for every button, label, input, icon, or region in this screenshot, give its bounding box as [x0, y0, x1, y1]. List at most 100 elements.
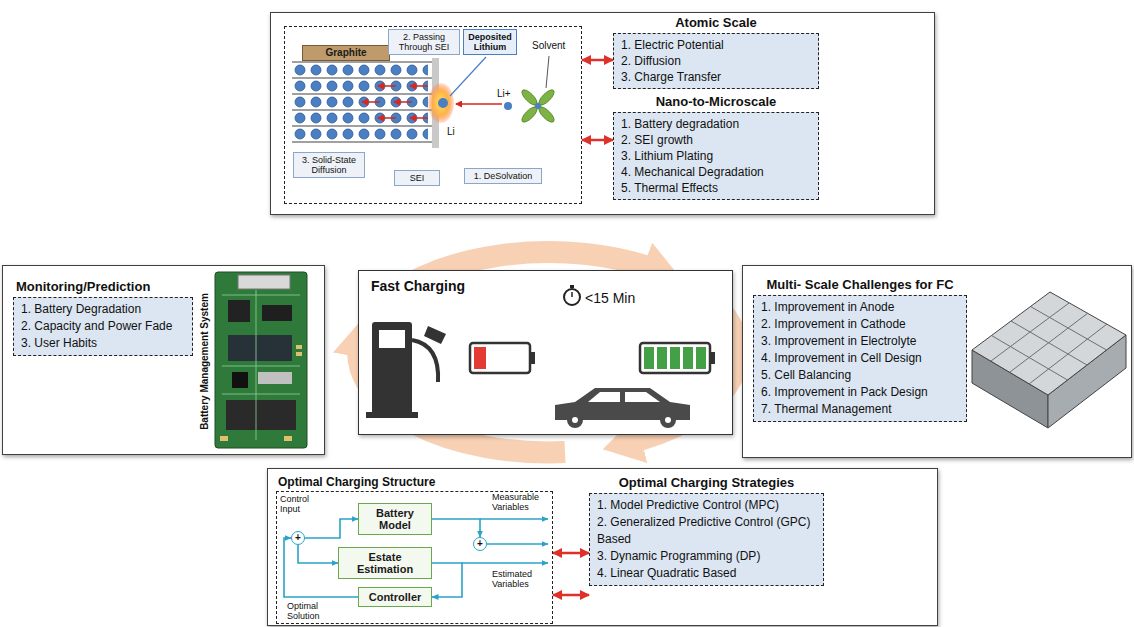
signal-label: Estimated Variables — [492, 569, 550, 589]
list-body: 1. Battery Degradation2. Capacity and Po… — [13, 297, 193, 356]
signal-connector — [298, 545, 338, 563]
relation-arrow — [553, 594, 589, 597]
box-text: + — [292, 532, 304, 543]
box-text: 1. DeSolvation — [467, 171, 539, 181]
list-item: 4. Improvement in Cell Design — [761, 350, 959, 367]
list-item: 4. Mechanical Degradation — [621, 164, 811, 180]
lithium-ion — [504, 102, 512, 110]
list-heading: Multi- Scale Challenges for FC — [753, 277, 967, 292]
battery-pack — [972, 292, 1126, 428]
box-text: 3. Solid-State Diffusion — [296, 155, 362, 175]
list-item: 2. Generalized Predictive Control (GPC) … — [597, 514, 816, 548]
signal-line — [462, 562, 548, 564]
graphite-bar: Graphite — [302, 45, 390, 61]
time-label: <15 Min — [585, 290, 635, 306]
list-item: 1. Model Predictive Control (MPC) — [597, 497, 816, 514]
lithium-ions — [292, 62, 428, 142]
list-item: 5. Cell Balancing — [761, 367, 959, 384]
step-label: 3. Solid-State Diffusion — [293, 152, 365, 178]
list-item: 2. Capacity and Power Fade — [21, 318, 185, 335]
list-item: 1. Battery degradation — [621, 116, 811, 132]
signal-connector — [432, 519, 480, 537]
solvated-ion — [535, 103, 541, 109]
charging-panel: Optimal Charging StructureBattery Model +… — [267, 468, 938, 626]
list-item: 2. Diffusion — [621, 53, 811, 69]
signal-label: Optimal Solution — [287, 601, 339, 621]
lithium-atom — [438, 98, 448, 108]
panel-grounds — [358, 265, 1132, 458]
fast-charging-box: Fast Charging <15 Min — [358, 270, 733, 435]
diffusion-arrows — [362, 86, 428, 118]
sum-junction: + — [473, 537, 487, 551]
interface — [428, 56, 556, 148]
list-item: 1. Electric Potential — [621, 37, 811, 53]
process-box: Estate Estimation — [338, 547, 432, 579]
graphene-sheets — [292, 62, 432, 142]
signal-label: Li — [447, 126, 467, 137]
panel-ground — [358, 270, 733, 435]
list-item: 1. Improvement in Anode — [761, 299, 959, 316]
list-item: 3. User Habits — [21, 335, 185, 352]
process-box: Battery Model — [358, 503, 432, 535]
list-item: 5. Thermal Effects — [621, 180, 811, 196]
graphite-layers — [292, 62, 432, 142]
box-text: Battery Model — [361, 507, 429, 531]
strategies-list: Optimal Charging Strategies 1. Model Pred… — [589, 475, 824, 586]
monitoring-list: Monitoring/Prediction 1. Battery Degradat… — [13, 279, 193, 356]
box-text: Estate Estimation — [341, 551, 429, 575]
list-heading: Optimal Charging Strategies — [589, 475, 824, 490]
step-label: 1. DeSolvation — [464, 168, 542, 184]
list-item: 3. Improvement in Electrolyte — [761, 333, 959, 350]
relation-arrow — [553, 552, 589, 555]
signal-label: Solvent — [532, 40, 580, 51]
list-body: 1. Battery degradation2. SEI growth3. Li… — [613, 112, 819, 200]
box-text: Graphite — [305, 47, 387, 59]
box-text: SEI — [397, 173, 437, 183]
step-label: 2. Passing Through SEI — [388, 29, 460, 55]
monitoring-panel: Monitoring/Prediction 1. Battery Degradat… — [2, 265, 325, 455]
cycle-arrows — [358, 252, 738, 452]
challenges-panel: Multi- Scale Challenges for FC 1. Improve… — [742, 265, 1132, 458]
list-item: 1. Battery Degradation — [21, 301, 185, 318]
list-item: 2. Improvement in Cathode — [761, 316, 959, 333]
box-text: Controller — [361, 591, 429, 603]
signal-label: Li+ — [497, 88, 521, 99]
list-heading: Nano-to-Microscale — [613, 94, 819, 109]
box-title: Fast Charging — [371, 278, 465, 294]
scale-list: Nano-to-Microscale 1. Battery degradation… — [613, 94, 819, 200]
mechanism-frame: Graphite 2. Passing Through SEI Deposited … — [284, 26, 582, 204]
scale-list: Atomic Scale 1. Electric Potential2. Diff… — [613, 15, 819, 89]
scale-panel: Graphite 2. Passing Through SEI Deposited … — [270, 12, 935, 215]
signal-connector — [432, 563, 462, 597]
challenges-list: Multi- Scale Challenges for FC 1. Improve… — [753, 277, 967, 422]
list-item: 2. SEI growth — [621, 132, 811, 148]
signal-label: Measurable Variables — [492, 492, 550, 512]
list-body: 1. Electric Potential2. Diffusion3. Char… — [613, 33, 819, 89]
relation-arrow — [582, 59, 613, 62]
box-text: Deposited Lithium — [466, 32, 514, 52]
leader-line — [546, 56, 549, 88]
list-item: 6. Improvement in Pack Design — [761, 384, 959, 401]
list-heading: Monitoring/Prediction — [13, 279, 193, 294]
vertical-label: Battery Management System — [199, 277, 210, 447]
list-body: 1. Improvement in Anode2. Improvement in… — [753, 295, 967, 422]
transfer-arrow — [456, 103, 502, 105]
signal-line — [480, 518, 548, 520]
box-text: + — [474, 538, 486, 549]
frame-heading: Optimal Charging Structure — [276, 475, 553, 489]
solvent-shell — [520, 88, 557, 125]
relation-arrow — [582, 139, 613, 142]
bms-board — [215, 272, 307, 448]
signal-connector — [305, 519, 358, 538]
list-item: 3. Charge Transfer — [621, 69, 811, 85]
box-text: 2. Passing Through SEI — [391, 32, 457, 52]
list-heading: Atomic Scale — [613, 15, 819, 30]
list-item: 4. Linear Quadratic Based — [597, 565, 816, 582]
panel-ground — [742, 265, 1132, 458]
process-box: Controller — [358, 587, 432, 607]
leader-line — [450, 57, 486, 96]
list-item: 7. Thermal Management — [761, 401, 959, 418]
deposit-label: Deposited Lithium — [463, 29, 517, 55]
list-body: 1. Model Predictive Control (MPC)2. Gene… — [589, 493, 824, 586]
